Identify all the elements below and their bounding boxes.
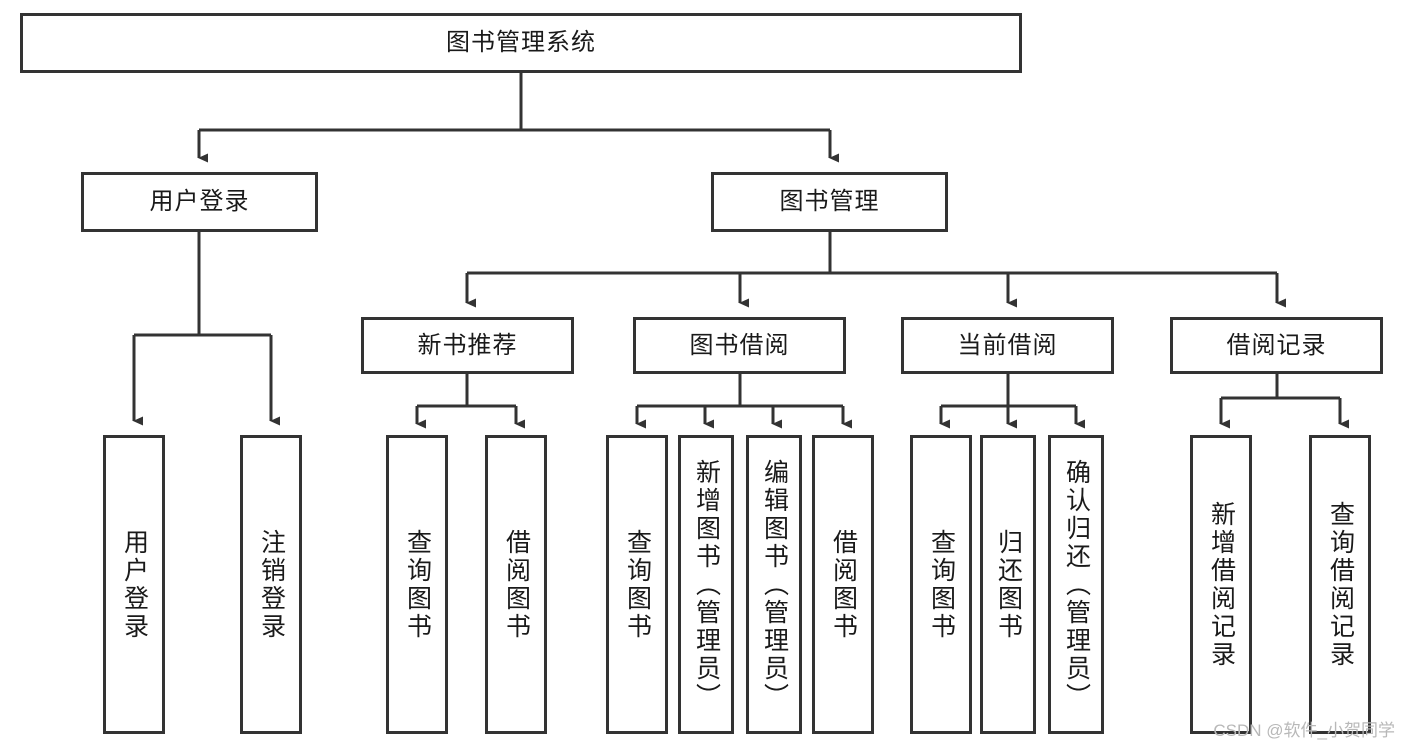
node-leaf-confirm-return[interactable]: 确认归还（管理员）: [1048, 435, 1104, 734]
node-leaf-edit-book-label: 编辑图书（管理员）: [760, 458, 789, 711]
node-root-label: 图书管理系统: [446, 29, 596, 56]
node-borrow-record[interactable]: 借阅记录: [1170, 317, 1383, 374]
node-book-borrow-label: 图书借阅: [689, 331, 790, 359]
node-leaf-edit-book[interactable]: 编辑图书（管理员）: [746, 435, 802, 734]
node-leaf-borrow-book-1[interactable]: 借阅图书: [485, 435, 547, 734]
node-leaf-query-book-2[interactable]: 查询图书: [606, 435, 668, 734]
node-current-borrow[interactable]: 当前借阅: [901, 317, 1114, 374]
node-leaf-borrow-book-2[interactable]: 借阅图书: [812, 435, 874, 734]
node-book-management[interactable]: 图书管理: [711, 172, 948, 232]
node-leaf-confirm-return-label: 确认归还（管理员）: [1062, 458, 1091, 711]
node-leaf-return-book[interactable]: 归还图书: [980, 435, 1036, 734]
node-leaf-borrow-book-2-label: 借阅图书: [829, 528, 858, 641]
node-leaf-query-book-3-label: 查询图书: [927, 528, 956, 641]
node-leaf-add-record-label: 新增借阅记录: [1207, 500, 1236, 669]
node-root[interactable]: 图书管理系统: [20, 13, 1022, 73]
node-new-book-recommend-label: 新书推荐: [417, 331, 518, 359]
node-leaf-query-record-label: 查询借阅记录: [1326, 500, 1355, 669]
node-leaf-add-book[interactable]: 新增图书（管理员）: [678, 435, 734, 734]
node-leaf-query-book-1-label: 查询图书: [403, 528, 432, 641]
node-leaf-return-book-label: 归还图书: [994, 528, 1023, 641]
node-leaf-user-login-label: 用户登录: [120, 528, 149, 641]
node-leaf-user-logout-label: 注销登录: [257, 528, 286, 641]
node-current-borrow-label: 当前借阅: [957, 331, 1058, 359]
watermark-text: CSDN @软件_小贺同学: [1213, 721, 1395, 740]
node-book-borrow[interactable]: 图书借阅: [633, 317, 846, 374]
node-leaf-borrow-book-1-label: 借阅图书: [502, 528, 531, 641]
node-leaf-add-record[interactable]: 新增借阅记录: [1190, 435, 1252, 734]
node-leaf-user-logout[interactable]: 注销登录: [240, 435, 302, 734]
node-leaf-query-record[interactable]: 查询借阅记录: [1309, 435, 1371, 734]
node-book-management-label: 图书管理: [779, 188, 880, 215]
node-leaf-query-book-1[interactable]: 查询图书: [386, 435, 448, 734]
node-user-login[interactable]: 用户登录: [81, 172, 318, 232]
node-leaf-query-book-3[interactable]: 查询图书: [910, 435, 972, 734]
node-borrow-record-label: 借阅记录: [1226, 331, 1327, 359]
node-leaf-user-login[interactable]: 用户登录: [103, 435, 165, 734]
node-user-login-label: 用户登录: [149, 188, 250, 215]
node-leaf-query-book-2-label: 查询图书: [623, 528, 652, 641]
node-new-book-recommend[interactable]: 新书推荐: [361, 317, 574, 374]
node-leaf-add-book-label: 新增图书（管理员）: [692, 458, 721, 711]
